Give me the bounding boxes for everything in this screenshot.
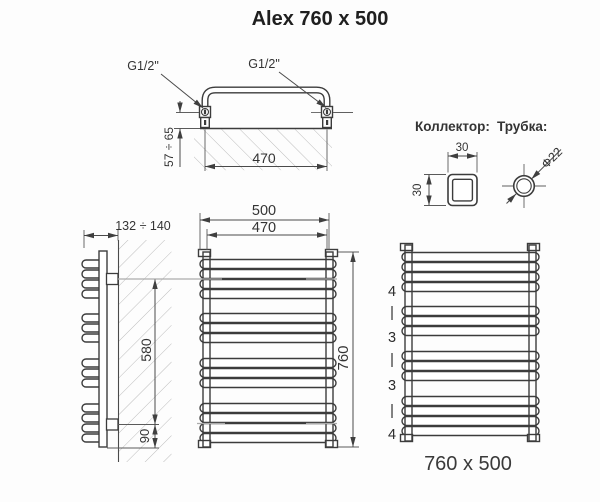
wall-offset-dimension: 57 ÷ 65 bbox=[162, 127, 176, 167]
overall-width-dimension: 500 bbox=[251, 203, 277, 219]
dimension-arrowheads bbox=[84, 99, 541, 448]
tube-section bbox=[502, 149, 562, 208]
tube-rect bbox=[401, 405, 540, 417]
group-separator: | bbox=[390, 352, 394, 368]
collector-square-inner bbox=[451, 178, 474, 202]
right-left-collector bbox=[404, 244, 413, 442]
collector-section-label: Коллектор: bbox=[415, 119, 490, 134]
tube-rect bbox=[199, 312, 337, 324]
tube-rect bbox=[199, 288, 337, 300]
side-view bbox=[81, 230, 172, 462]
group-separator: | bbox=[390, 305, 394, 321]
bracket-span-dimension: 580 bbox=[138, 338, 154, 362]
drawing-title: Alex 760 x 500 bbox=[251, 8, 389, 30]
tube-group-count: 3 bbox=[387, 378, 397, 394]
side-collector-bar bbox=[98, 250, 108, 448]
wall-hatch-side bbox=[118, 240, 172, 462]
tube-rect bbox=[401, 251, 540, 263]
height-dimension: 760 bbox=[335, 345, 352, 371]
collector-height-dimension: 30 bbox=[412, 183, 424, 197]
front-tab-top-right bbox=[324, 248, 339, 258]
tube-rect bbox=[401, 261, 540, 273]
tube-group-count: 4 bbox=[387, 427, 397, 443]
front-tubes bbox=[199, 258, 337, 444]
mounting-bracket-top bbox=[105, 272, 119, 286]
tube-circle-inner bbox=[516, 178, 532, 194]
tube-rect bbox=[199, 377, 337, 389]
right-connection-label: G1/2" bbox=[248, 57, 280, 71]
tube-rect bbox=[199, 322, 337, 334]
front-left-collector bbox=[202, 251, 211, 448]
tube-rect bbox=[401, 350, 540, 362]
mounting-bracket-bottom bbox=[105, 418, 119, 431]
tube-group-count: 3 bbox=[387, 330, 397, 346]
top-width-dimension: 470 bbox=[252, 150, 276, 166]
tube-section-label: Трубка: bbox=[497, 119, 548, 134]
tube-rect bbox=[199, 357, 337, 369]
tube-rect bbox=[199, 432, 337, 444]
connection-width-dimension: 470 bbox=[251, 220, 277, 236]
tube-rect bbox=[401, 325, 540, 337]
tube-rect bbox=[401, 315, 540, 327]
front-tab-top-left bbox=[197, 248, 212, 258]
tube-rect bbox=[401, 370, 540, 382]
tube-rect bbox=[401, 415, 540, 427]
group-separator: | bbox=[390, 403, 394, 419]
tube-group-count: 4 bbox=[387, 284, 397, 300]
curved-tube-inner bbox=[202, 87, 330, 108]
right-tubes bbox=[401, 251, 540, 437]
tube-rect bbox=[401, 425, 540, 437]
tube-rect bbox=[199, 258, 337, 270]
tube-rect bbox=[401, 281, 540, 293]
tube-rect bbox=[199, 332, 337, 344]
right-view bbox=[399, 242, 541, 443]
model-size-caption: 760 x 500 bbox=[424, 453, 512, 475]
bottom-offset-dimension: 90 bbox=[137, 428, 152, 444]
tube-rect bbox=[199, 402, 337, 414]
left-fitting bbox=[198, 105, 212, 129]
collector-width-dimension: 30 bbox=[455, 142, 469, 154]
tube-rect bbox=[401, 271, 540, 283]
tube-rect bbox=[199, 278, 337, 290]
collector-square-outer bbox=[447, 173, 478, 207]
tube-rect bbox=[199, 268, 337, 280]
curved-tube-outline bbox=[201, 86, 331, 108]
tube-rect bbox=[401, 360, 540, 372]
collector-section bbox=[424, 152, 478, 207]
top-view bbox=[160, 71, 353, 171]
tube-rect bbox=[199, 422, 337, 434]
left-connection-label: G1/2" bbox=[127, 59, 159, 73]
right-fitting bbox=[320, 105, 334, 129]
front-view bbox=[118, 213, 359, 449]
wall-hatch-top bbox=[194, 129, 332, 171]
side-depth-dimension: 132 ÷ 140 bbox=[115, 219, 171, 233]
tube-rect bbox=[401, 395, 540, 407]
right-tab-top-right bbox=[526, 242, 541, 252]
side-tube-loops bbox=[81, 259, 104, 443]
tube-rect bbox=[199, 367, 337, 379]
tube-rect bbox=[199, 412, 337, 424]
front-right-collector bbox=[325, 251, 334, 448]
tube-rect bbox=[401, 305, 540, 317]
right-right-collector bbox=[528, 244, 537, 442]
